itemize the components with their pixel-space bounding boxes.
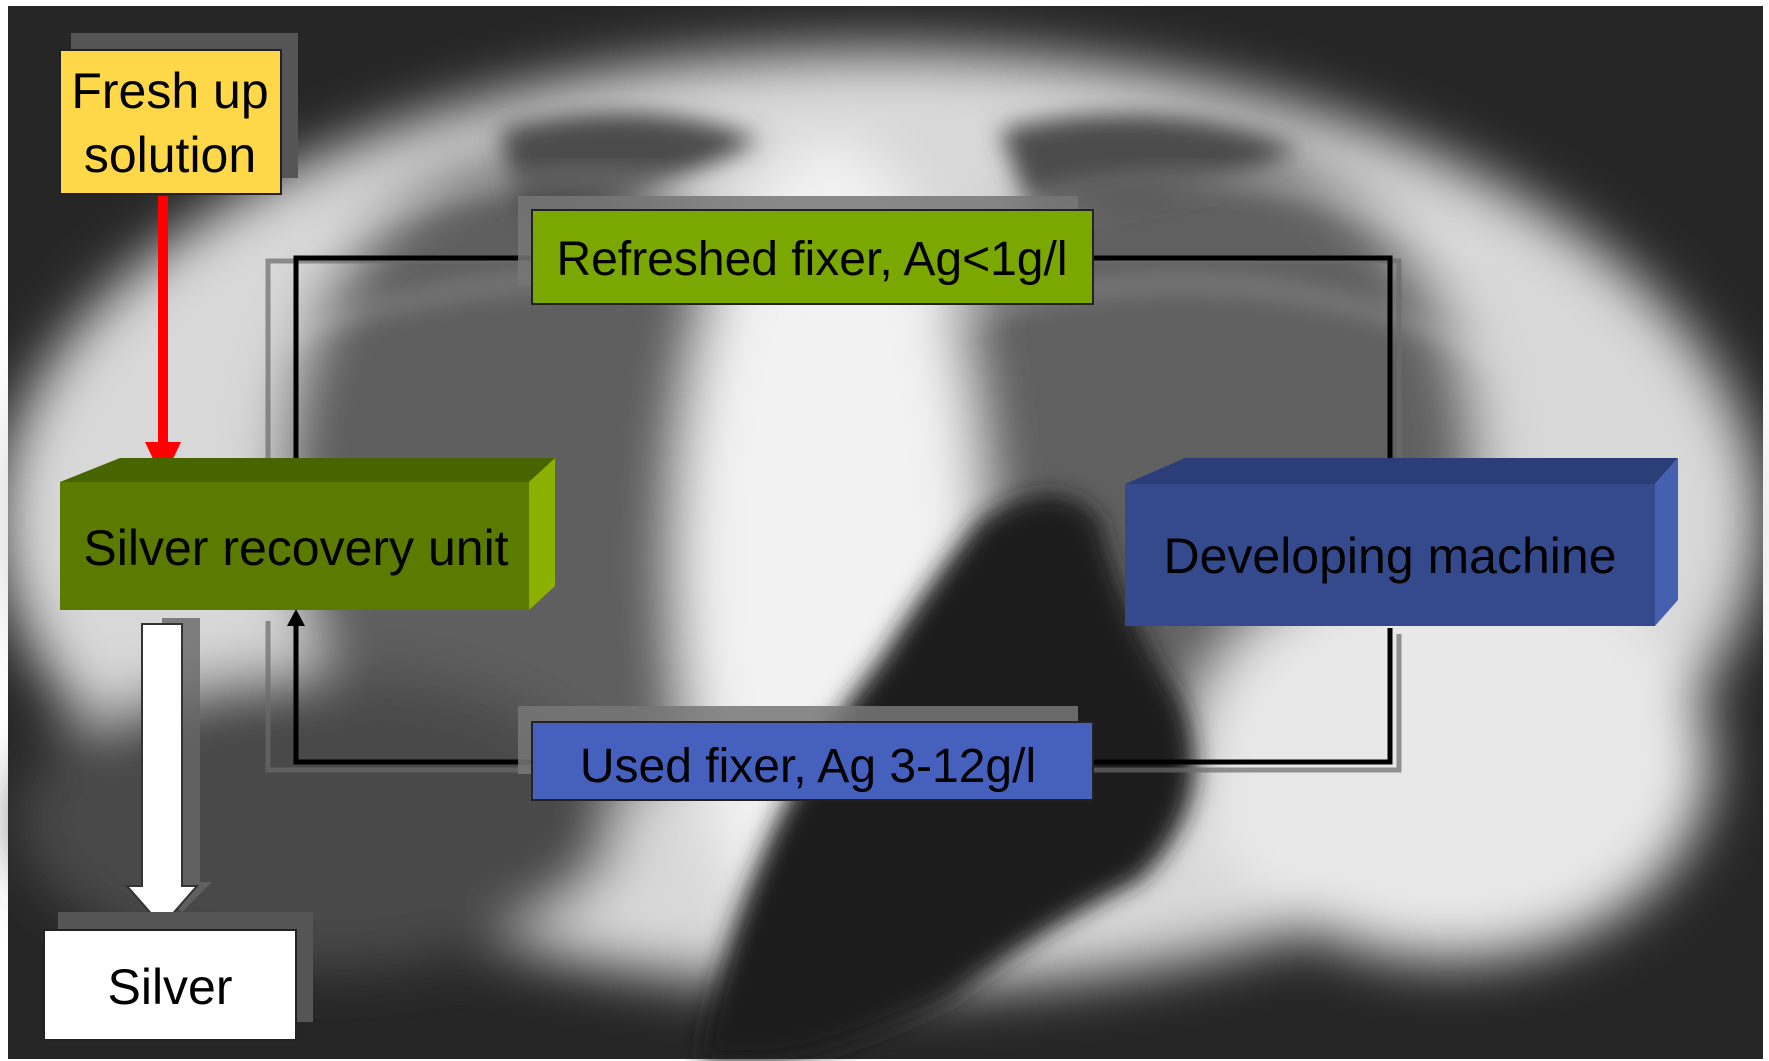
fresh-up-label-line2: solution	[84, 127, 256, 183]
refreshed-fixer-box: Refreshed fixer, Ag<1g/l	[518, 196, 1093, 304]
silver-box: Silver	[44, 912, 313, 1040]
used-fixer-box: Used fixer, Ag 3-12g/l	[518, 706, 1093, 800]
refreshed-fixer-label: Refreshed fixer, Ag<1g/l	[557, 233, 1068, 286]
silver-recovery-unit-label: Silver recovery unit	[83, 520, 508, 576]
silver-label: Silver	[107, 959, 232, 1015]
developing-machine-label: Developing machine	[1163, 528, 1616, 584]
fresh-up-label-line1: Fresh up	[71, 63, 268, 119]
used-fixer-label: Used fixer, Ag 3-12g/l	[580, 740, 1036, 793]
developing-machine-block: Developing machine	[1125, 458, 1678, 626]
fresh-up-solution-box: Fresh up solution	[60, 33, 298, 194]
silver-recovery-unit-block: Silver recovery unit	[60, 458, 555, 610]
